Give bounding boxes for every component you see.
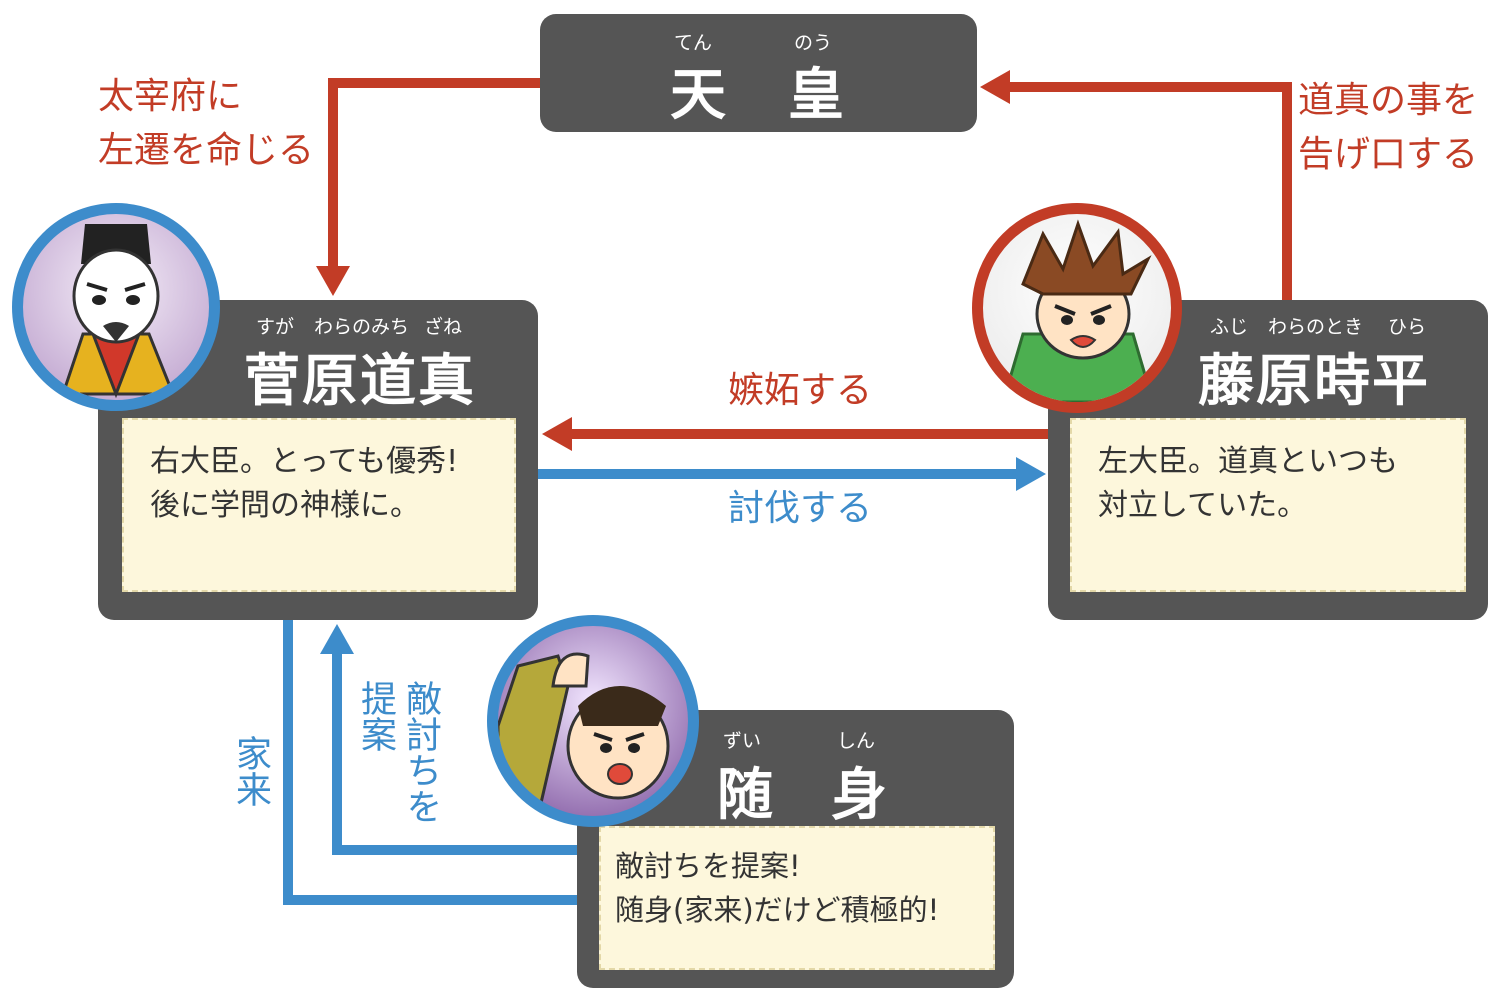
- zuishin-figure: [498, 652, 670, 816]
- zuishin-desc-line-2: 随身(家来)だけど積極的!: [615, 893, 940, 927]
- tokihira-figure: [1001, 219, 1155, 402]
- tokihira-box: ふじ わらのとき ひら 藤原時平 左大臣。道真といつも 対立していた。: [1048, 300, 1488, 620]
- exile-arrow-head: [316, 266, 350, 296]
- tokihira-ruby-left: ふじ: [1210, 316, 1249, 338]
- michizane-description: 右大臣。とっても優秀! 後に学問の神様に。: [122, 418, 516, 592]
- zuishin-ruby-left: ずい: [723, 730, 762, 752]
- zuishin-desc-line-1: 敵討ちを提案!: [615, 849, 801, 883]
- zuishin-ruby-right: しん: [837, 730, 876, 752]
- michizane-portrait: [12, 203, 220, 411]
- michizane-ruby-right: ざね: [424, 316, 463, 338]
- report-label-line-2: 告げ口する: [1298, 134, 1479, 175]
- proposal-arrow-head: [320, 624, 354, 654]
- michizane-ruby-left: すが: [256, 316, 295, 338]
- tokihira-ruby-mid: わらのとき: [1268, 316, 1364, 338]
- michizane-desc-line-1: 右大臣。とっても優秀!: [150, 444, 459, 479]
- zuishin-portrait: [487, 615, 699, 827]
- emperor-name-left: 天: [670, 63, 728, 128]
- emperor-name-right: 皇: [788, 63, 846, 128]
- emperor-box: てん のう 天 皇: [540, 14, 977, 132]
- zuishin-description: 敵討ちを提案! 随身(家来)だけど積極的!: [599, 826, 995, 970]
- zuishin-name-left: 随: [717, 763, 775, 828]
- proposal-label-b: 提案: [355, 680, 396, 752]
- proposal-arrow-line: [332, 652, 580, 855]
- report-label-line-1: 道真の事を: [1298, 80, 1479, 121]
- jealous-label: 嫉妬する: [728, 370, 873, 411]
- subjugate-arrow-head: [1016, 457, 1046, 491]
- tokihira-description: 左大臣。道真といつも 対立していた。: [1070, 418, 1466, 592]
- michizane-ruby-mid: わらのみち: [314, 316, 410, 338]
- report-label: 道真の事を 告げ口する: [1298, 74, 1478, 182]
- report-arrow-head: [980, 70, 1010, 104]
- exile-arrow-line: [328, 78, 540, 268]
- tokihira-desc-line-2: 対立していた。: [1098, 488, 1308, 523]
- michizane-desc-line-2: 後に学問の神様に。: [150, 488, 420, 523]
- zuishin-name-right: 身: [831, 763, 889, 828]
- tokihira-ruby-right: ひら: [1388, 316, 1427, 338]
- michizane-figure: [60, 224, 176, 399]
- emperor-ruby-left: てん: [674, 32, 713, 54]
- emperor-ruby-right: のう: [794, 32, 833, 54]
- proposal-label-a: 敵討ちを: [400, 680, 441, 824]
- exile-label-line-1: 太宰府に: [98, 76, 243, 117]
- retainer-line: [283, 620, 580, 905]
- exile-label: 太宰府に 左遷を命じる: [98, 70, 314, 178]
- tokihira-desc-line-1: 左大臣。道真といつも: [1098, 444, 1398, 479]
- michizane-box: すが わらのみち ざね 菅原道真 右大臣。とっても優秀! 後に学問の神様に。: [98, 300, 538, 620]
- jealous-arrow-head: [542, 417, 572, 451]
- michizane-name: 菅原道真: [244, 349, 476, 414]
- zuishin-box: ずい しん 随 身 敵討ちを提案! 随身(家来)だけど積極的!: [577, 710, 1014, 988]
- report-arrow-line: [1008, 82, 1292, 300]
- tokihira-portrait: [972, 203, 1182, 413]
- subjugate-label: 討伐する: [728, 488, 873, 529]
- tokihira-name: 藤原時平: [1198, 349, 1430, 414]
- exile-label-line-2: 左遷を命じる: [98, 130, 315, 171]
- retainer-label: 家来: [230, 735, 271, 807]
